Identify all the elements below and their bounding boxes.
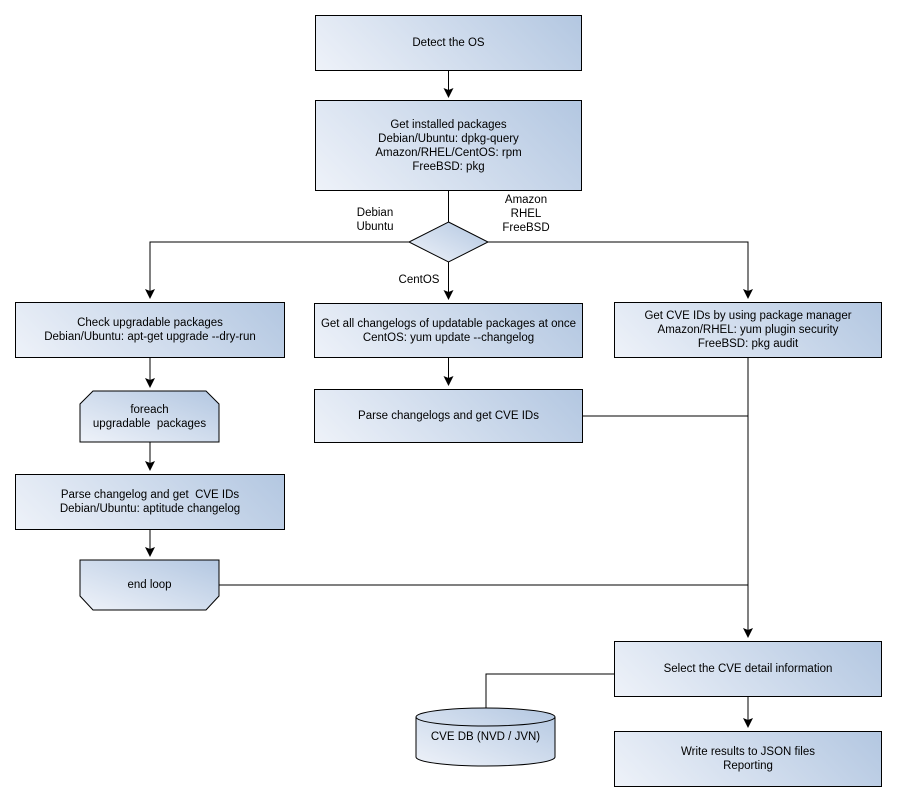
node-parse-changelog-label: Parse changelog and get CVE IDs Debian/U… [59, 489, 241, 515]
decision-diamond-shape [407, 221, 490, 263]
edge-decision-to-pkg-mgr [487, 241, 753, 299]
node-check-upgradable-packages: Check upgradable packages Debian/Ubuntu:… [15, 302, 285, 358]
edge-label-amazon-rhel-freebsd: Amazon RHEL FreeBSD [502, 194, 550, 234]
node-get-cve-by-pkg-mgr: Get CVE IDs by using package manager Ama… [614, 302, 882, 358]
node-select-cve-detail-label: Select the CVE detail information [663, 663, 833, 675]
node-check-upgradable-packages-label: Check upgradable packages Debian/Ubuntu:… [44, 317, 256, 343]
node-write-results: Write results to JSON files Reporting [614, 731, 882, 787]
edge-label-centos: CentOS [398, 274, 440, 286]
node-select-cve-detail: Select the CVE detail information [614, 641, 882, 697]
edge-select-to-cvedb [485, 673, 614, 708]
cve-db-cylinder-shape [415, 707, 556, 767]
end-loop-shape [79, 559, 220, 611]
node-detect-os: Detect the OS [315, 15, 582, 71]
node-parse-changelogs: Parse changelogs and get CVE IDs [314, 389, 583, 443]
edge-decision-to-check-upgradable [145, 241, 410, 299]
node-detect-os-label: Detect the OS [412, 37, 485, 49]
cve-db-cylinder-rim [415, 716, 556, 727]
foreach-loop-shape [79, 390, 220, 443]
edge-label-debian-ubuntu: Debian Ubuntu [356, 207, 394, 233]
node-parse-changelogs-label: Parse changelogs and get CVE IDs [358, 410, 539, 422]
node-get-all-changelogs-label: Get all changelogs of updatable packages… [320, 317, 577, 344]
node-write-results-label: Write results to JSON files Reporting [681, 746, 815, 772]
node-get-cve-by-pkg-mgr-label: Get CVE IDs by using package manager Ama… [644, 310, 852, 350]
node-get-installed-packages: Get installed packages Debian/Ubuntu: dp… [315, 100, 582, 191]
node-get-all-changelogs: Get all changelogs of updatable packages… [314, 303, 583, 358]
node-parse-changelog: Parse changelog and get CVE IDs Debian/U… [15, 474, 285, 530]
node-get-installed-packages-label: Get installed packages Debian/Ubuntu: dp… [375, 118, 522, 173]
